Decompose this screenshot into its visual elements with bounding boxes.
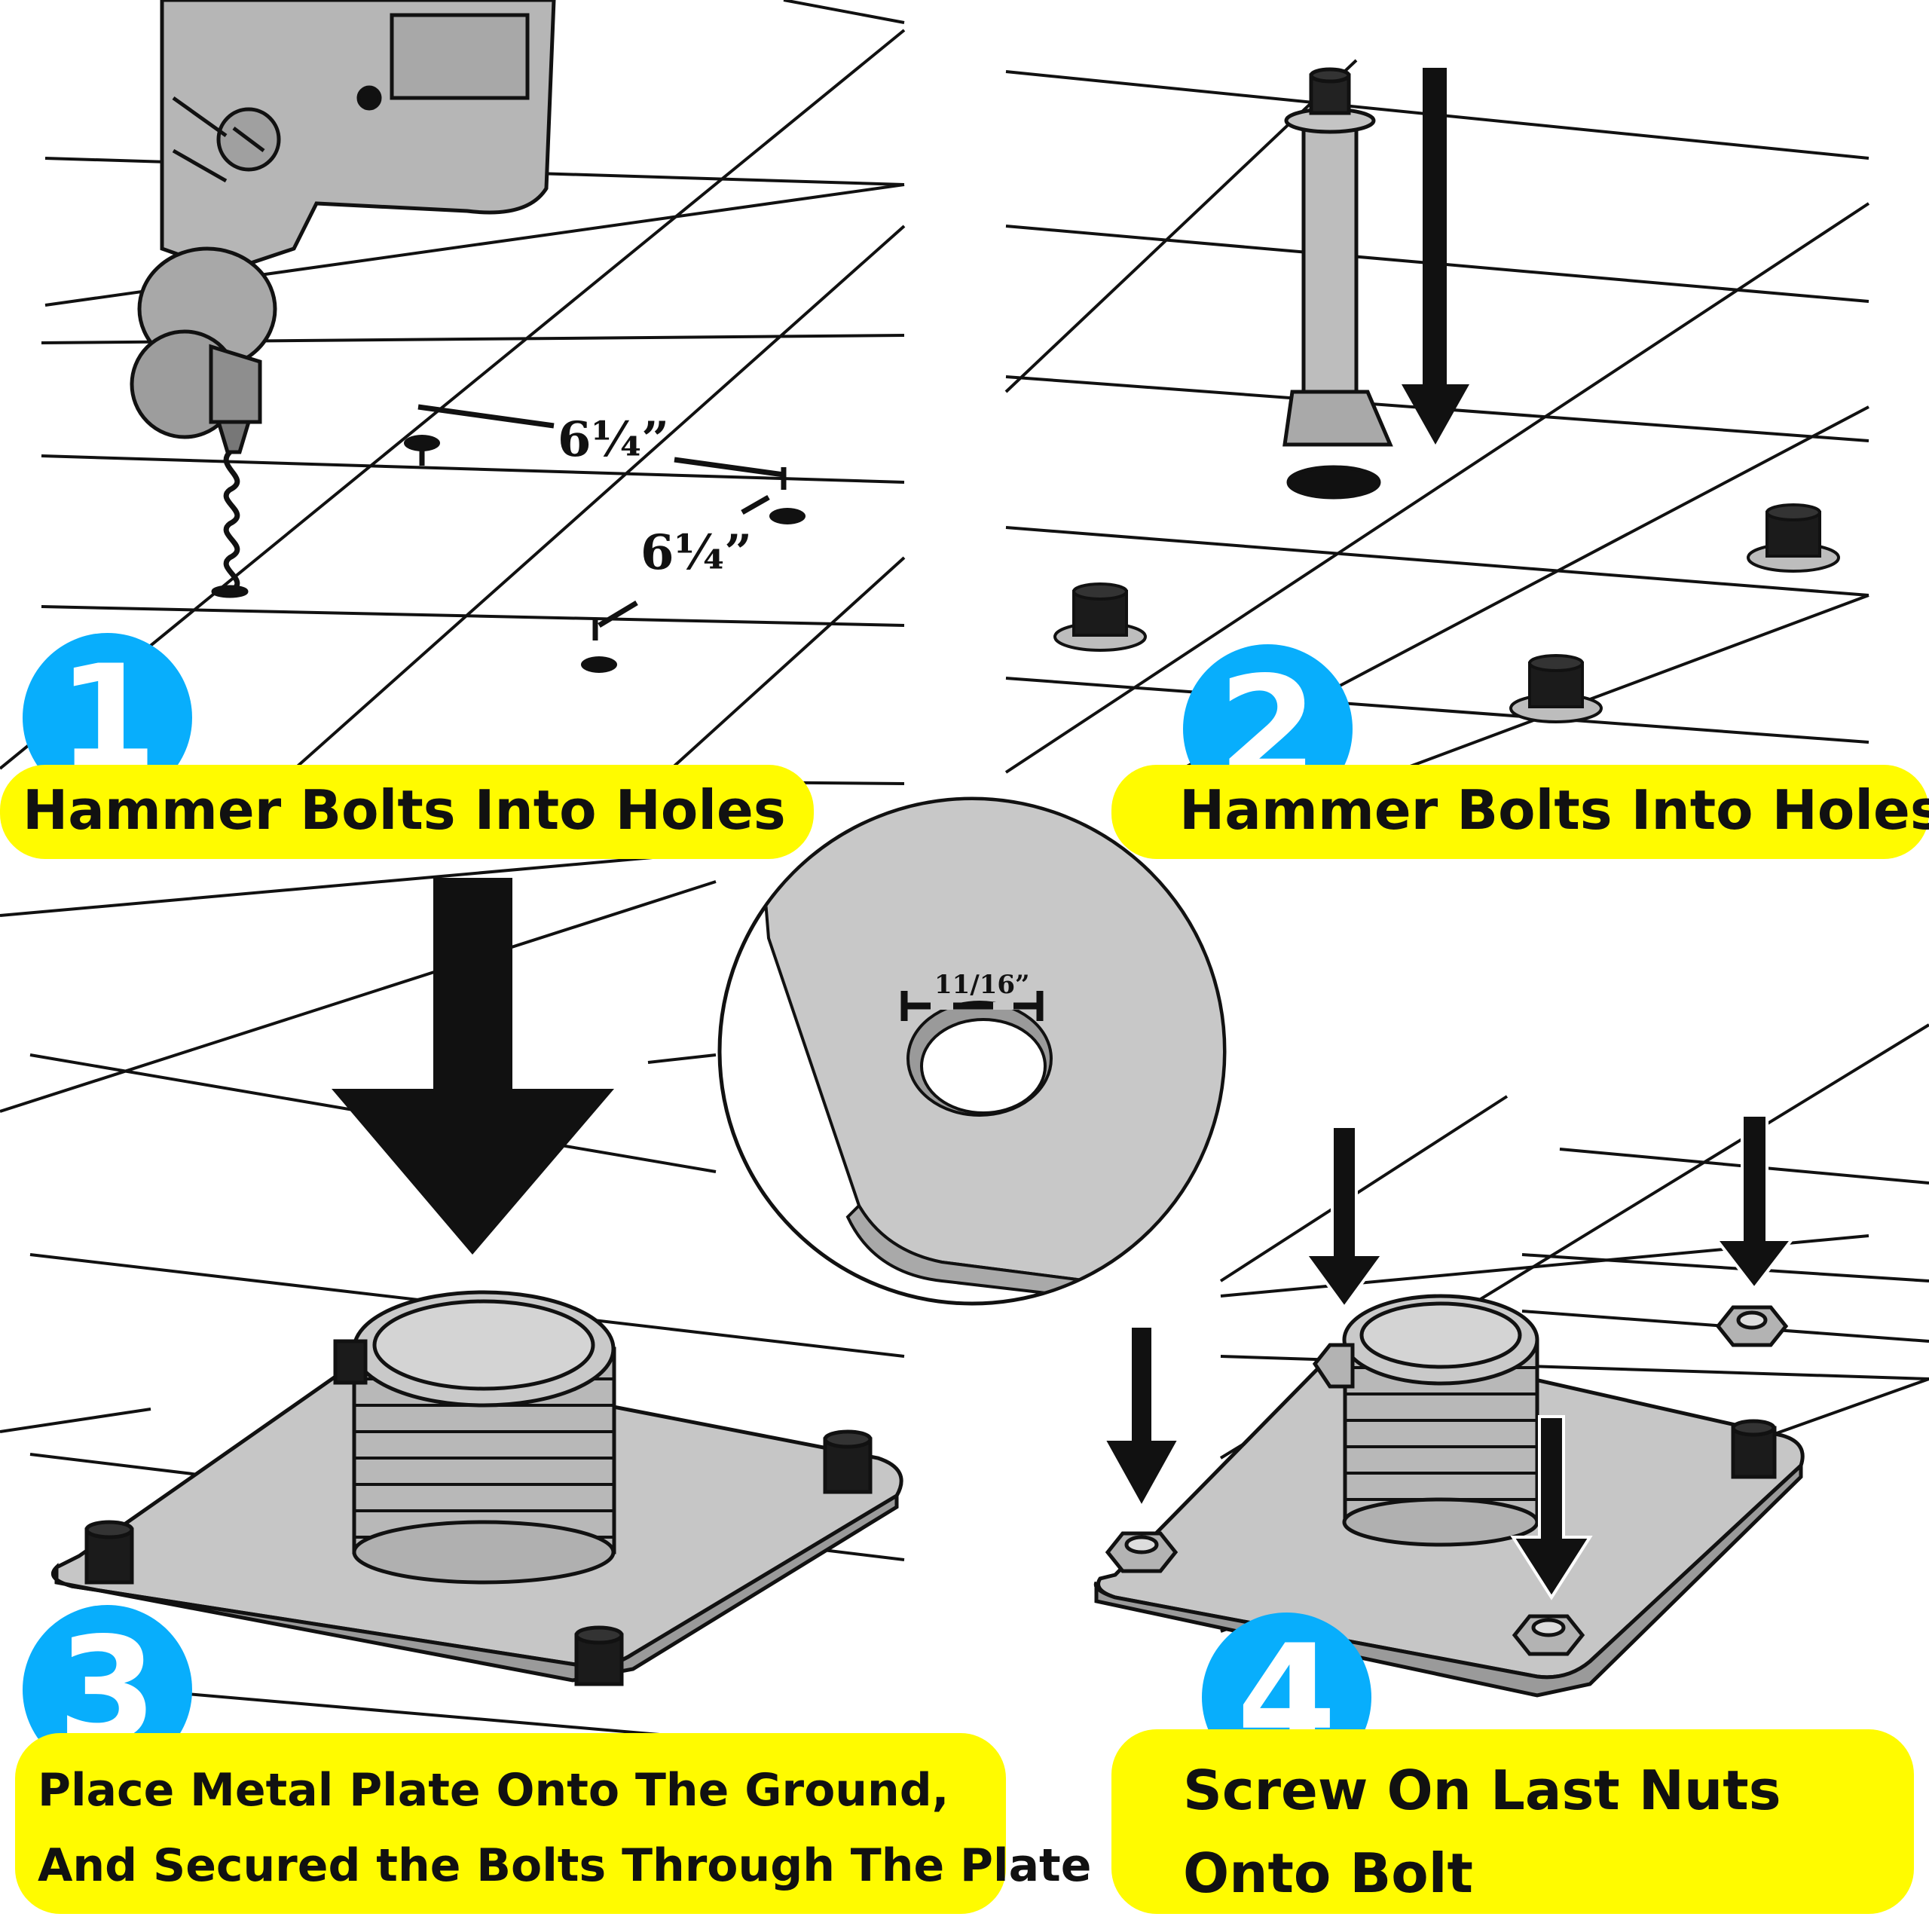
dimension-spacing-b: 6¼” — [640, 524, 752, 581]
panel-3-plate — [0, 854, 905, 1757]
panel-4-nuts — [1093, 1023, 1929, 1698]
step-4-label: Screw On Last Nuts Onto Bolt — [1111, 1729, 1914, 1914]
arrows-down-4 — [1101, 1114, 1796, 1600]
step-2-text: Hammer Bolts Into Holes — [1179, 778, 1929, 842]
base-plate-3 — [51, 1290, 903, 1686]
arrow-down-3 — [332, 878, 614, 1255]
step-1-text: Hammer Bolts Into Holes — [23, 778, 786, 842]
dimension-hole-diameter: 11/16” — [934, 970, 1030, 1000]
hole-markers-1 — [404, 404, 806, 673]
detail-washer-closeup — [717, 796, 1227, 1306]
panel-1-drilling — [0, 0, 906, 785]
arrow-down-2 — [1402, 68, 1469, 445]
panel-2-anchors — [1004, 59, 1870, 774]
step-3-label: Place Metal Plate Onto The Ground, And S… — [15, 1733, 1092, 1914]
placed-anchors — [1053, 503, 1840, 723]
step-3-text-line-2: And Secured the Bolts Through The Plate — [38, 1839, 1092, 1892]
dimension-spacing-a: 6¼” — [558, 411, 669, 468]
step-3-text-line-1: Place Metal Plate Onto The Ground, — [38, 1764, 949, 1817]
step-4-text-line-1: Screw On Last Nuts — [1183, 1759, 1781, 1822]
anchor-bolt — [1282, 67, 1393, 500]
drill — [130, 0, 556, 598]
step-1-label: Hammer Bolts Into Holes — [0, 765, 814, 859]
base-plate-4 — [1093, 1294, 1805, 1698]
step-4-text-line-2: Onto Bolt — [1183, 1842, 1473, 1905]
step-2-label: Hammer Bolts Into Holes — [1111, 765, 1929, 859]
